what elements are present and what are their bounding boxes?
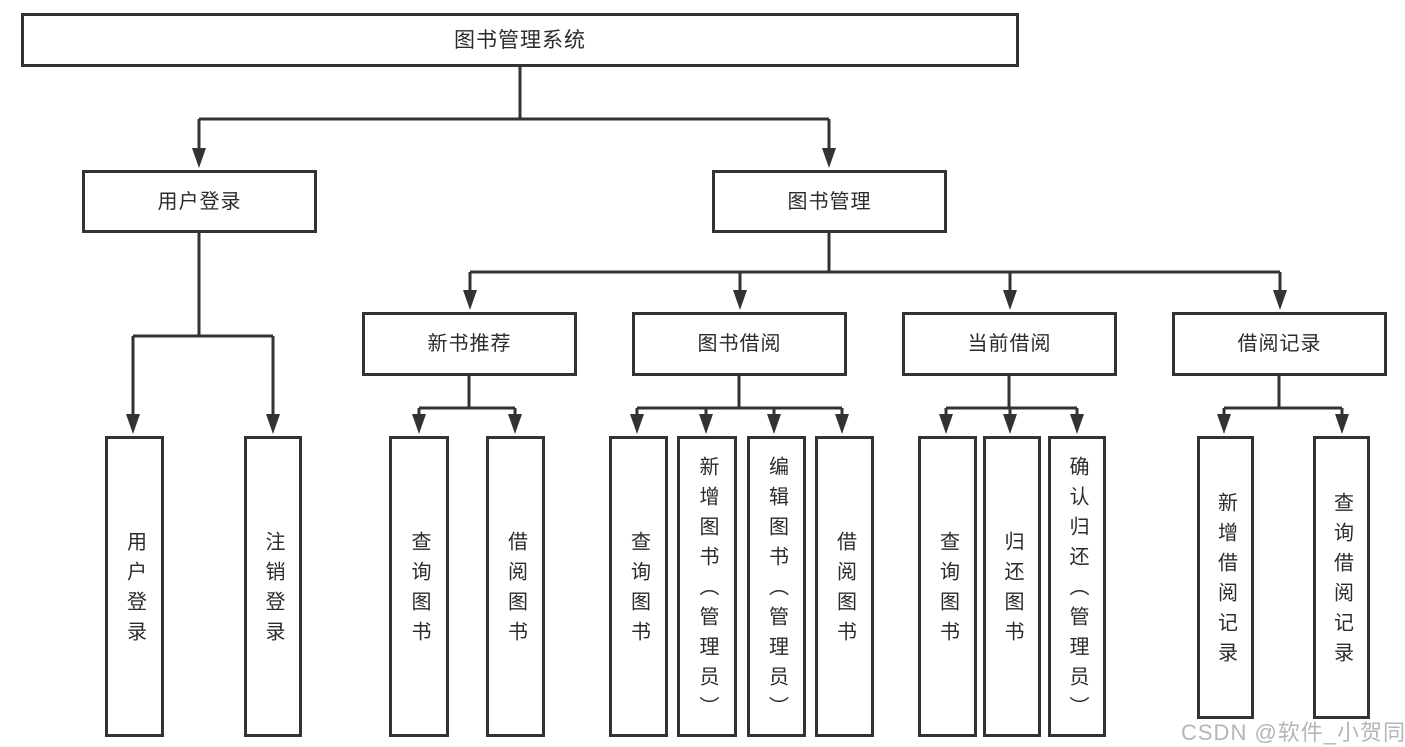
leaf-return-book: 归还图书 — [983, 436, 1041, 737]
arrow-down-icon — [412, 414, 426, 434]
connector-book-borrow-to-leaves — [635, 376, 844, 416]
leaf-borrow-books: 借阅图书 — [815, 436, 874, 737]
connector-user-login-to-leaves — [131, 233, 275, 416]
connector-borrow-records-to-leaves — [1222, 376, 1344, 416]
leaf-query-borrow-record: 查询借阅记录 — [1313, 436, 1370, 719]
node-book-management: 图书管理 — [712, 170, 947, 233]
arrow-down-icon — [1273, 290, 1287, 310]
leaf-query-books-borrow: 查询图书 — [609, 436, 668, 737]
arrow-down-icon — [266, 414, 280, 434]
arrow-down-icon — [733, 290, 747, 310]
arrow-down-icon — [630, 414, 644, 434]
connector-book-management-to-level3 — [468, 233, 1282, 292]
leaf-add-borrow-record: 新增借阅记录 — [1197, 436, 1254, 719]
arrow-down-icon — [192, 148, 206, 168]
leaf-add-book-admin: 新增图书（管理员） — [677, 436, 737, 737]
arrow-down-icon — [463, 290, 477, 310]
node-user-login: 用户登录 — [82, 170, 317, 233]
arrow-down-icon — [699, 414, 713, 434]
node-current-borrow: 当前借阅 — [902, 312, 1117, 376]
arrow-down-icon — [126, 414, 140, 434]
node-borrow-records: 借阅记录 — [1172, 312, 1387, 376]
arrow-down-icon — [1335, 414, 1349, 434]
connector-current-borrow-to-leaves — [944, 376, 1079, 416]
connector-root-to-level2 — [197, 67, 831, 150]
arrow-down-icon — [835, 414, 849, 434]
arrow-down-icon — [939, 414, 953, 434]
arrow-down-icon — [767, 414, 781, 434]
leaf-query-books-current: 查询图书 — [918, 436, 977, 737]
leaf-edit-book-admin: 编辑图书（管理员） — [747, 436, 806, 737]
arrow-down-icon — [1003, 414, 1017, 434]
node-library-management-system: 图书管理系统 — [21, 13, 1019, 67]
leaf-user-login: 用户登录 — [105, 436, 164, 737]
arrow-down-icon — [1217, 414, 1231, 434]
leaf-logout: 注销登录 — [244, 436, 302, 737]
arrowheads — [126, 148, 1349, 434]
connector-new-book-recommend-to-leaves — [417, 376, 517, 416]
arrow-down-icon — [1003, 290, 1017, 310]
arrow-down-icon — [822, 148, 836, 168]
node-book-borrow: 图书借阅 — [632, 312, 847, 376]
leaf-confirm-return-admin: 确认归还（管理员） — [1048, 436, 1106, 737]
arrow-down-icon — [508, 414, 522, 434]
leaf-borrow-books-recommend: 借阅图书 — [486, 436, 545, 737]
leaf-query-books-recommend: 查询图书 — [389, 436, 449, 737]
csdn-watermark: CSDN @软件_小贺同学 — [1181, 720, 1405, 745]
node-new-book-recommend: 新书推荐 — [362, 312, 577, 376]
arrow-down-icon — [1070, 414, 1084, 434]
